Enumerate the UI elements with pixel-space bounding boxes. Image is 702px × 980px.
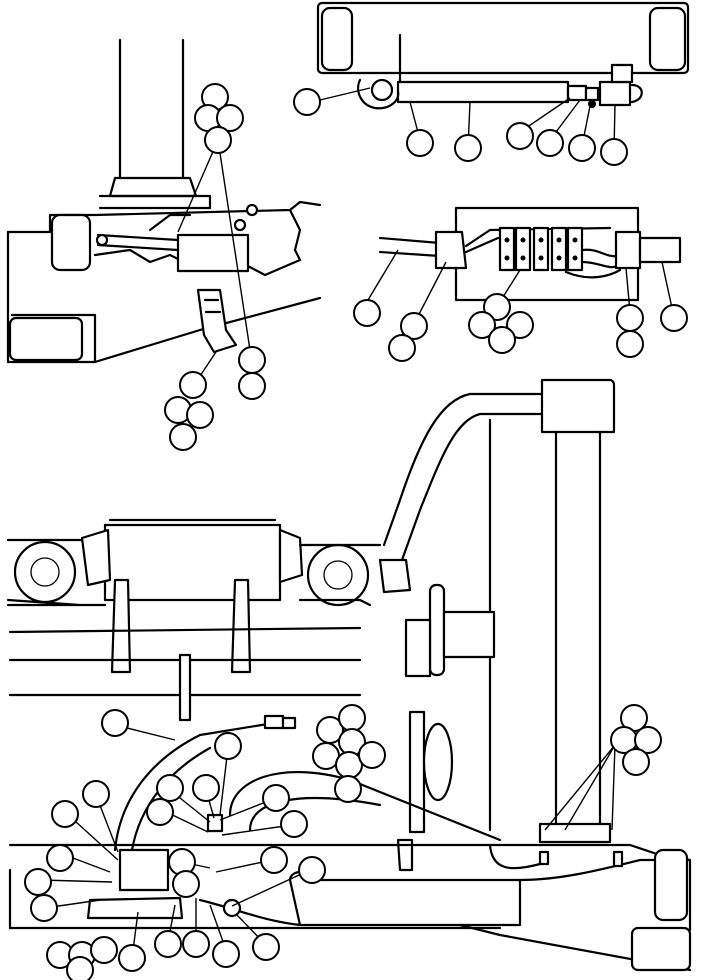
callout-bubble xyxy=(118,944,146,972)
callout-bubble xyxy=(214,732,242,760)
callout-bubble xyxy=(280,810,308,838)
callout-bubble xyxy=(82,780,110,808)
callout-bubble xyxy=(169,423,197,451)
callout-bubble xyxy=(238,372,266,400)
callout-bubble xyxy=(358,741,386,769)
callout-bubble xyxy=(212,940,240,968)
callout-bubble xyxy=(179,371,207,399)
callout-bubble xyxy=(400,312,428,340)
callout-bubble xyxy=(536,129,564,157)
callout-bubble xyxy=(298,856,326,884)
callout-bubble xyxy=(46,844,74,872)
callout-bubble xyxy=(186,401,214,429)
callout-bubble xyxy=(154,930,182,958)
junction-box-callouts xyxy=(353,249,688,362)
callout-bubble xyxy=(146,798,174,826)
callout-bubble xyxy=(24,868,52,896)
callout-bubble xyxy=(406,129,434,157)
junction-box-view xyxy=(378,206,682,302)
callout-bubble xyxy=(192,774,220,802)
callout-bubble xyxy=(156,774,184,802)
callout-bubble xyxy=(616,330,644,358)
callout-bubble xyxy=(568,134,596,162)
callout-bubble xyxy=(506,311,534,339)
top-left-callouts xyxy=(164,83,266,451)
callout-bubble xyxy=(388,334,416,362)
callout-bubble xyxy=(454,134,482,162)
callout-bubble xyxy=(172,870,200,898)
callout-bubble xyxy=(622,748,650,776)
callout-bubble xyxy=(90,936,118,964)
callout-bubble xyxy=(182,930,210,958)
callout-bubble xyxy=(252,933,280,961)
callout-bubble xyxy=(634,726,662,754)
callout-bubble xyxy=(262,784,290,812)
callout-bubble xyxy=(51,800,79,828)
callout-bubble xyxy=(216,104,244,132)
callout-bubble xyxy=(468,311,496,339)
callout-bubble xyxy=(506,122,534,150)
callout-bubble xyxy=(260,846,288,874)
callout-bubble xyxy=(66,956,94,980)
top-right-detail-view xyxy=(316,1,690,110)
callout-bubble xyxy=(293,88,321,116)
main-view-callouts xyxy=(24,704,662,980)
callout-bubble xyxy=(616,304,644,332)
callout-bubble xyxy=(488,326,516,354)
top-right-callouts xyxy=(293,87,628,166)
callout-bubble xyxy=(338,704,366,732)
callout-bubble xyxy=(334,775,362,803)
callout-bubble xyxy=(600,138,628,166)
callout-bubble xyxy=(660,304,688,332)
top-left-detail-view xyxy=(6,38,322,364)
callout-bubble xyxy=(204,126,232,154)
callout-bubble xyxy=(101,709,129,737)
callout-bubble xyxy=(353,299,381,327)
callout-bubble xyxy=(238,346,266,374)
main-assembly-view xyxy=(6,378,692,972)
callout-bubble xyxy=(30,894,58,922)
callout-bubble xyxy=(483,293,511,321)
